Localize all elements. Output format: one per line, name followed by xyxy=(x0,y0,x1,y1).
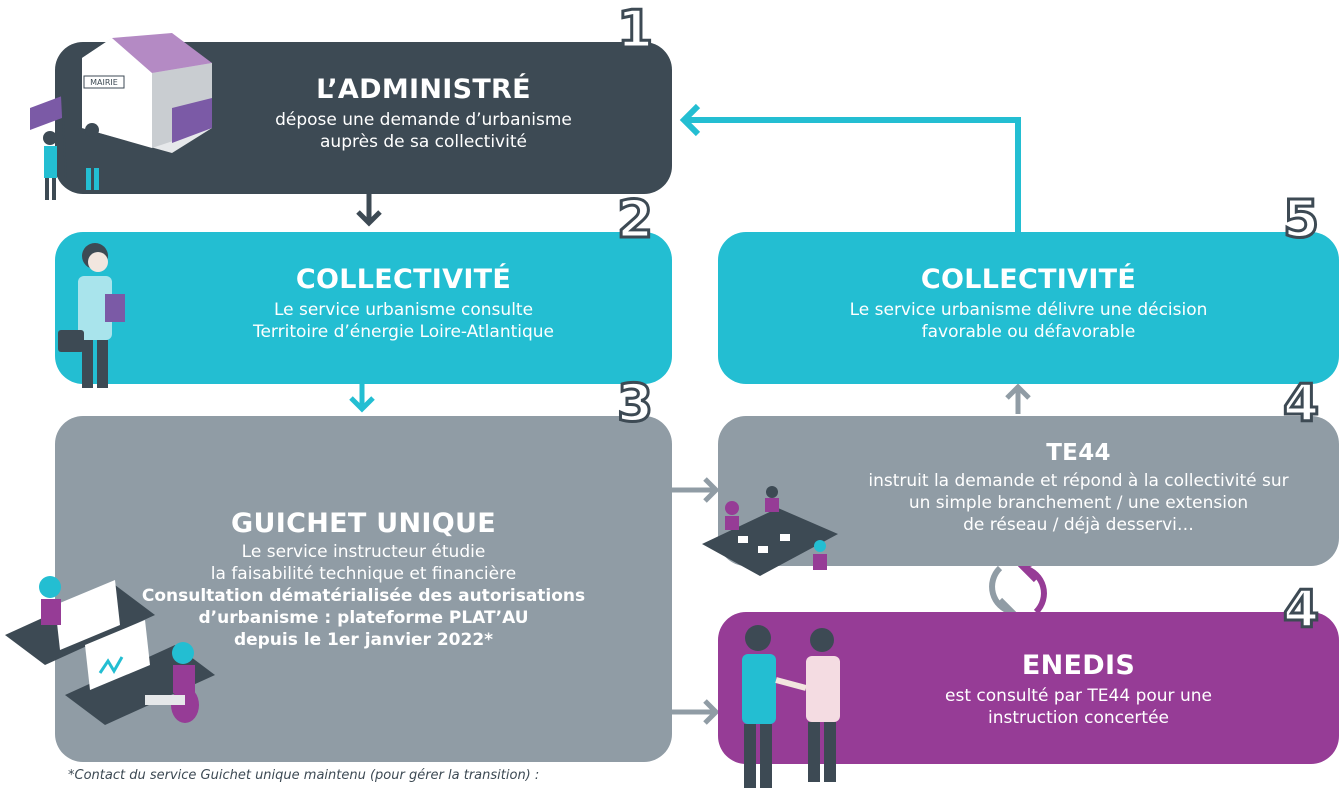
step-2-title: COLLECTIVITÉ xyxy=(295,264,512,295)
meeting-table-illustration xyxy=(702,486,838,576)
handshake-illustration xyxy=(742,625,840,788)
exchange-cycle-icon xyxy=(989,557,1047,623)
step-3-line-1: Le service instructeur étudie xyxy=(241,542,486,562)
arrow-1-to-2 xyxy=(356,194,382,227)
step-3-bold-line-1: Consultation dématérialisée des autorisa… xyxy=(141,586,586,606)
footnote: *Contact du service Guichet unique maint… xyxy=(68,768,540,783)
mairie-sign-text: MAIRIE xyxy=(90,78,118,87)
step-3-number: 3 xyxy=(615,374,654,434)
step-2-number: 2 xyxy=(615,190,654,250)
step-2-line-2: Territoire d’énergie Loire-Atlantique xyxy=(252,322,555,342)
enedis-line-2: instruction concertée xyxy=(988,708,1169,728)
arrow-3-to-enedis xyxy=(672,699,720,725)
step-2-line-1: Le service urbanisme consulte xyxy=(273,300,534,320)
enedis-number: 4 xyxy=(1281,580,1320,640)
step-3-bold-line-3: depuis le 1er janvier 2022* xyxy=(233,630,494,650)
step-1-title: L’ADMINISTRÉ xyxy=(316,74,531,105)
step-1-line-1: dépose une demande d’urbanisme xyxy=(275,110,572,130)
step-1-line-2: auprès de sa collectivité xyxy=(320,132,527,152)
arrow-2-to-3 xyxy=(349,384,375,413)
step-3-bold-line-2: d’urbanisme : plateforme PLAT’AU xyxy=(198,608,529,628)
te44-line-3: de réseau / déjà desservi… xyxy=(963,515,1194,535)
step-5-line-2: favorable ou défavorable xyxy=(921,322,1136,342)
step-5-number: 5 xyxy=(1281,190,1320,250)
te44-line-1: instruit la demande et répond à la colle… xyxy=(868,471,1289,491)
enedis-line-1: est consulté par TE44 pour une xyxy=(945,686,1212,706)
step-5-collectivite-box: COLLECTIVITÉ Le service urbanisme délivr… xyxy=(718,232,1339,384)
step-5-title: COLLECTIVITÉ xyxy=(920,264,1137,295)
enedis-title: ENEDIS xyxy=(1021,650,1136,681)
agent-illustration xyxy=(58,243,125,388)
arrow-3-to-te44 xyxy=(672,477,720,503)
te44-number: 4 xyxy=(1281,374,1320,434)
workstation-illustration xyxy=(5,576,215,725)
arrow-5-to-1 xyxy=(679,103,1021,232)
arrow-te44-to-5 xyxy=(1005,383,1031,414)
step-5-line-1: Le service urbanisme délivre une décisio… xyxy=(849,300,1208,320)
te44-title: TE44 xyxy=(1046,440,1111,466)
step-3-line-2: la faisabilité technique et financière xyxy=(210,564,517,584)
step-1-number: 1 xyxy=(615,0,654,60)
step-2-collectivite-box: COLLECTIVITÉ Le service urbanisme consul… xyxy=(55,232,672,384)
step-3-title: GUICHET UNIQUE xyxy=(231,508,496,539)
mairie-illustration: MAIRIE xyxy=(30,33,212,200)
te44-line-2: un simple branchement / une extension xyxy=(908,493,1249,513)
